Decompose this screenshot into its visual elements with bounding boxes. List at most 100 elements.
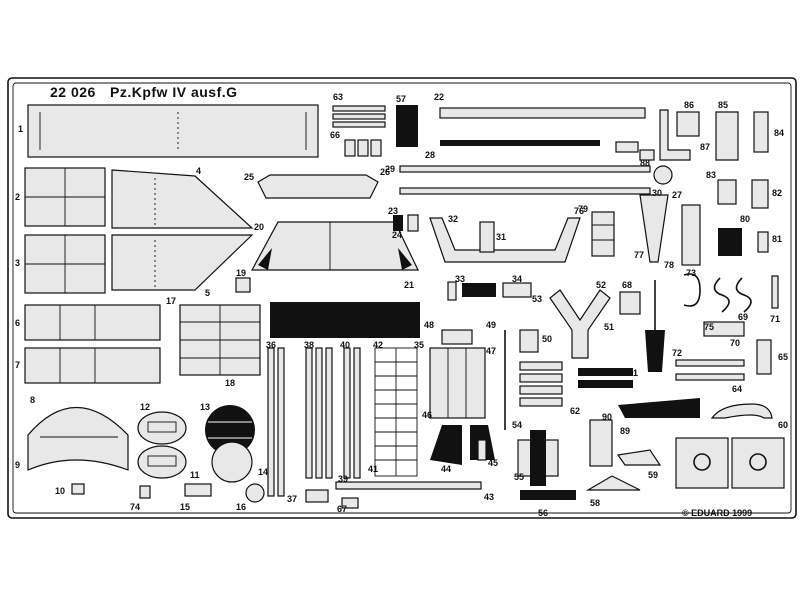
part-57 xyxy=(396,105,418,147)
label-51: 51 xyxy=(604,322,614,332)
part-46 xyxy=(429,347,486,419)
label-74: 74 xyxy=(130,502,140,512)
label-22: 22 xyxy=(434,92,444,102)
part-70 xyxy=(703,321,745,337)
part-72 xyxy=(645,280,665,372)
label-15: 15 xyxy=(180,502,190,512)
label-23: 23 xyxy=(388,206,398,216)
label-80: 80 xyxy=(740,214,750,224)
part-12 xyxy=(137,411,187,445)
fret-frame xyxy=(7,77,797,519)
label-4: 4 xyxy=(196,166,201,176)
part-25 xyxy=(257,174,379,199)
sheet-title: Pz.Kpfw IV ausf.G xyxy=(110,84,238,100)
label-90: 90 xyxy=(602,412,612,422)
label-17: 17 xyxy=(166,296,176,306)
label-38: 38 xyxy=(304,340,314,350)
label-8: 8 xyxy=(30,395,35,405)
label-25: 25 xyxy=(244,172,254,182)
label-24: 24 xyxy=(392,230,402,240)
part-25-plate xyxy=(675,437,729,489)
label-2: 2 xyxy=(15,192,20,202)
part-90 xyxy=(639,149,655,161)
label-59: 59 xyxy=(648,470,658,480)
part-1 xyxy=(27,104,319,158)
part-4 xyxy=(111,169,254,229)
label-69: 69 xyxy=(738,312,748,322)
label-73: 73 xyxy=(686,268,696,278)
label-48: 48 xyxy=(424,320,434,330)
part-32 xyxy=(429,217,581,263)
part-6 xyxy=(24,304,161,341)
part-11 xyxy=(137,445,187,479)
part-60 xyxy=(589,419,613,467)
part-16 xyxy=(245,483,265,503)
label-67: 67 xyxy=(337,504,347,514)
label-21: 21 xyxy=(404,280,414,290)
label-9: 9 xyxy=(15,460,20,470)
part-26-plate xyxy=(731,437,785,489)
label-87: 87 xyxy=(700,142,710,152)
label-28: 28 xyxy=(425,150,435,160)
part-3 xyxy=(24,234,106,294)
label-76: 76 xyxy=(574,206,584,216)
label-86: 86 xyxy=(684,100,694,110)
label-1: 1 xyxy=(18,124,23,134)
label-56: 56 xyxy=(538,508,548,518)
label-47: 47 xyxy=(486,346,496,356)
part-36 xyxy=(267,347,285,497)
label-6: 6 xyxy=(15,318,20,328)
part-52 xyxy=(519,361,563,407)
part-7 xyxy=(24,347,161,384)
label-34: 34 xyxy=(512,274,522,284)
part-29 xyxy=(399,165,651,173)
part-61 xyxy=(578,368,633,388)
part-56 xyxy=(520,490,576,500)
part-75 xyxy=(683,273,701,307)
label-50: 50 xyxy=(542,334,552,344)
part-81 xyxy=(757,231,769,253)
part-22 xyxy=(439,107,646,119)
label-58: 58 xyxy=(590,498,600,508)
part-84 xyxy=(753,111,769,153)
label-82: 82 xyxy=(772,188,782,198)
part-19 xyxy=(235,277,251,293)
fret-frame-inner xyxy=(12,82,792,514)
label-31: 31 xyxy=(496,232,506,242)
part-58 xyxy=(585,475,641,491)
part-68 xyxy=(619,291,641,315)
label-63: 63 xyxy=(333,92,343,102)
part-88 xyxy=(653,165,673,185)
part-50 xyxy=(519,329,539,353)
label-20: 20 xyxy=(254,222,264,232)
label-40: 40 xyxy=(340,340,350,350)
part-42 xyxy=(374,347,418,477)
part-15 xyxy=(184,483,212,497)
label-13: 13 xyxy=(200,402,210,412)
part-33 xyxy=(462,283,496,297)
label-11: 11 xyxy=(190,470,200,480)
part-45 xyxy=(477,439,487,461)
part-71 xyxy=(771,275,779,309)
part-63b xyxy=(710,403,773,419)
part-80 xyxy=(718,228,742,256)
label-35: 35 xyxy=(414,340,424,350)
part-89 xyxy=(615,141,639,153)
part-35 xyxy=(270,302,420,338)
label-18: 18 xyxy=(225,378,235,388)
label-57: 57 xyxy=(396,94,406,104)
label-27: 27 xyxy=(672,190,682,200)
part-23 xyxy=(407,214,419,232)
part-40 xyxy=(343,347,361,479)
label-84: 84 xyxy=(774,128,784,138)
part-86 xyxy=(676,111,700,137)
label-53: 53 xyxy=(532,294,542,304)
label-45: 45 xyxy=(488,458,498,468)
label-14: 14 xyxy=(258,467,268,477)
label-26: 26 xyxy=(380,167,390,177)
label-88: 88 xyxy=(640,158,650,168)
part-83 xyxy=(717,179,737,205)
part-24 xyxy=(393,215,403,231)
label-29: 29 xyxy=(385,164,395,174)
label-16: 16 xyxy=(236,502,246,512)
